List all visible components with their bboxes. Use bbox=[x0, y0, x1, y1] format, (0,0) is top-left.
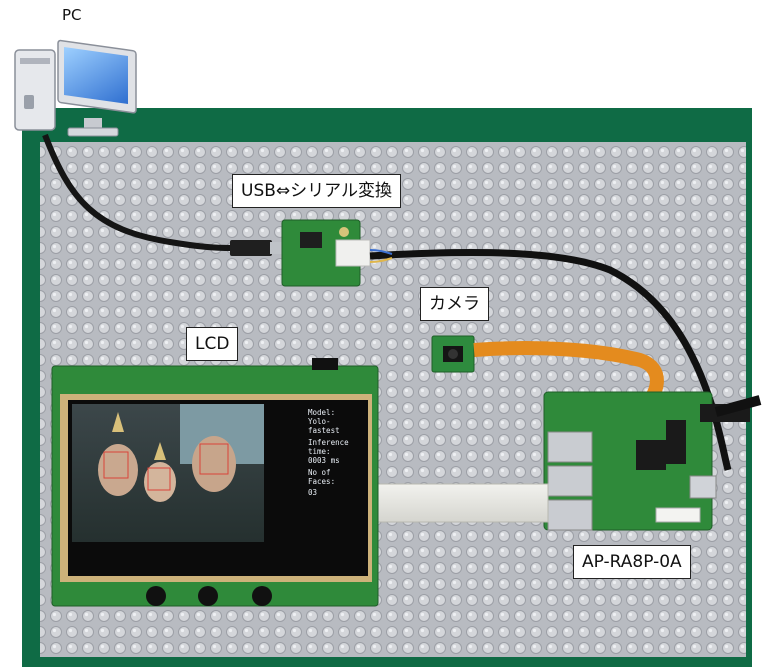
usb-serial-label: USB⇔シリアル変換 bbox=[232, 174, 401, 208]
lcd-inference-label-1: Inference bbox=[308, 438, 349, 447]
lcd-label: LCD bbox=[186, 327, 239, 361]
camera-label: カメラ bbox=[420, 287, 489, 321]
camera-module bbox=[431, 335, 475, 373]
pc-icon bbox=[14, 39, 137, 137]
ribbon-cable bbox=[375, 483, 549, 523]
usb-cable bbox=[42, 133, 233, 251]
lcd-camera-image bbox=[72, 404, 264, 542]
board-label: AP-RA8P-0A bbox=[573, 545, 691, 579]
lcd-model-value-1: Yolo- bbox=[308, 417, 331, 426]
camera-flex-cable bbox=[473, 341, 664, 416]
lcd-inference-label-2: time: bbox=[308, 447, 331, 456]
lcd-model-value-2: fastest bbox=[308, 426, 340, 435]
lcd-faces-label-2: Faces: bbox=[308, 477, 336, 486]
usb-serial-board bbox=[281, 219, 371, 287]
lcd-faces-label-1: No of bbox=[308, 468, 331, 477]
lcd-faces-value: 03 bbox=[308, 488, 318, 497]
serial-cable bbox=[369, 249, 732, 471]
usb-connector bbox=[230, 240, 272, 256]
lcd-model-label: Model: bbox=[308, 408, 336, 417]
lcd-inference-value: 0003 ms bbox=[308, 456, 340, 465]
pc-label: PC bbox=[62, 6, 82, 24]
